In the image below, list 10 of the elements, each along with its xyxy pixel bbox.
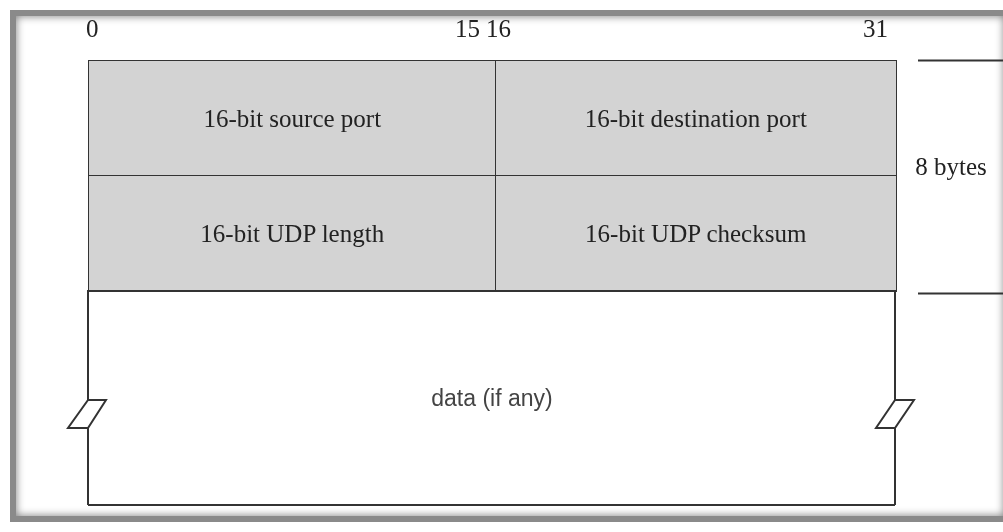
bit-number: 31 <box>862 14 888 44</box>
size-label: 8 bytes <box>914 152 988 182</box>
header-field-cell: 16-bit destination port <box>495 60 897 177</box>
header-field-cell: 16-bit source port <box>88 60 497 177</box>
bit-number: 0 <box>86 14 100 44</box>
bit-number: 15 <box>454 14 480 44</box>
bit-number: 16 <box>486 14 512 44</box>
data-field-box: data (if any) <box>66 290 918 506</box>
header-field-cell: 16-bit UDP length <box>88 175 497 292</box>
header-field-cell: 16-bit UDP checksum <box>495 175 897 292</box>
